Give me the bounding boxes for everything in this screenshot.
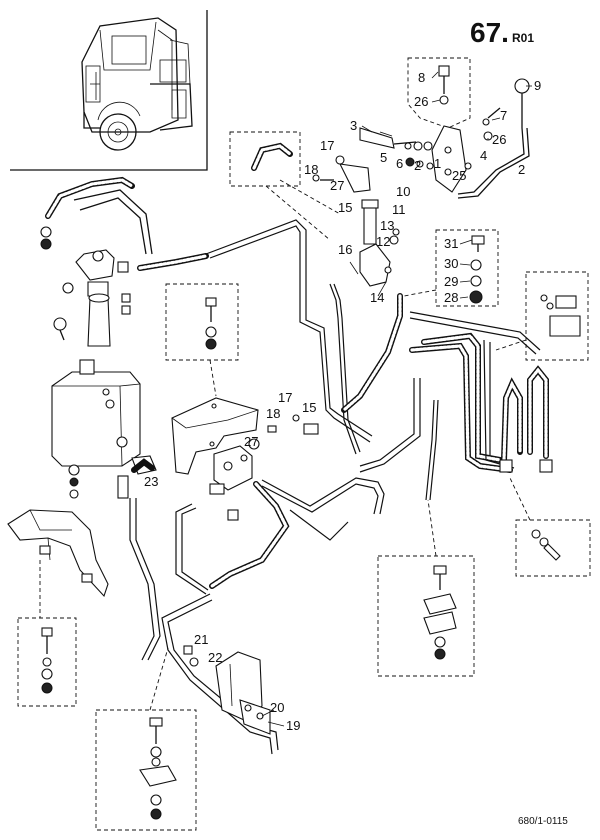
hose-clip-box — [229, 131, 331, 241]
callout-15: 15 — [302, 400, 316, 415]
clamp-assembly-box — [377, 499, 475, 677]
reservoir-and-hoses-left — [40, 176, 153, 347]
valve-support-bracket — [171, 397, 319, 521]
fluid-tank — [51, 359, 157, 499]
callout-26: 26 — [492, 132, 506, 147]
callout-31: 31 — [444, 236, 458, 251]
frame-bracket-lower-left — [7, 509, 109, 707]
callout-6: 6 — [396, 156, 403, 171]
callout-10: 10 — [396, 184, 410, 199]
callout-23: 23 — [144, 474, 158, 489]
callout-11: 11 — [392, 202, 406, 217]
revision-code: R01 — [512, 31, 534, 45]
callout-27: 27 — [330, 178, 344, 193]
callout-leaders — [261, 71, 532, 727]
callout-5: 5 — [380, 150, 387, 165]
callout-27: 27 — [244, 434, 258, 449]
callout-25: 25 — [452, 168, 466, 183]
callout-21: 21 — [194, 632, 208, 647]
callout-3: 3 — [350, 118, 357, 133]
callout-8: 8 — [418, 70, 425, 85]
callout-17: 17 — [278, 390, 292, 405]
callout-18: 18 — [266, 406, 280, 421]
mounting-bracket-box — [165, 283, 239, 397]
lower-clip-box — [95, 647, 197, 831]
callout-labels: 9 8 26 7 26 4 2 3 5 6 2 1 25 17 18 27 15… — [144, 70, 541, 733]
page-number: 67. — [470, 17, 509, 48]
callout-22: 22 — [208, 650, 222, 665]
callout-2: 2 — [414, 158, 421, 173]
callout-17: 17 — [320, 138, 334, 153]
callout-29: 29 — [444, 274, 458, 289]
callout-12: 12 — [376, 234, 390, 249]
callout-26: 26 — [414, 94, 428, 109]
callout-15: 15 — [338, 200, 352, 215]
bottom-mounting-plate — [183, 645, 271, 735]
hydraulic-pipes — [129, 219, 553, 755]
callout-19: 19 — [286, 718, 300, 733]
callout-4: 4 — [480, 148, 487, 163]
pipe-clamp-box — [495, 271, 589, 361]
callout-14: 14 — [370, 290, 384, 305]
callout-18: 18 — [304, 162, 318, 177]
callout-7: 7 — [500, 108, 507, 123]
callout-2: 2 — [518, 162, 525, 177]
fastener-set-box — [403, 229, 499, 307]
control-valve-assembly — [279, 155, 400, 287]
truck-cab-inset — [10, 10, 208, 171]
callout-13: 13 — [380, 218, 394, 233]
callout-28: 28 — [444, 290, 458, 305]
drawing-code: 680/1-0115 — [518, 816, 568, 827]
bolt-detail-box — [509, 477, 591, 577]
callout-1: 1 — [434, 156, 441, 171]
callout-20: 20 — [270, 700, 284, 715]
steering-linkage-group — [359, 57, 530, 199]
callout-9: 9 — [534, 78, 541, 93]
callout-30: 30 — [444, 256, 458, 271]
callout-16: 16 — [338, 242, 352, 257]
